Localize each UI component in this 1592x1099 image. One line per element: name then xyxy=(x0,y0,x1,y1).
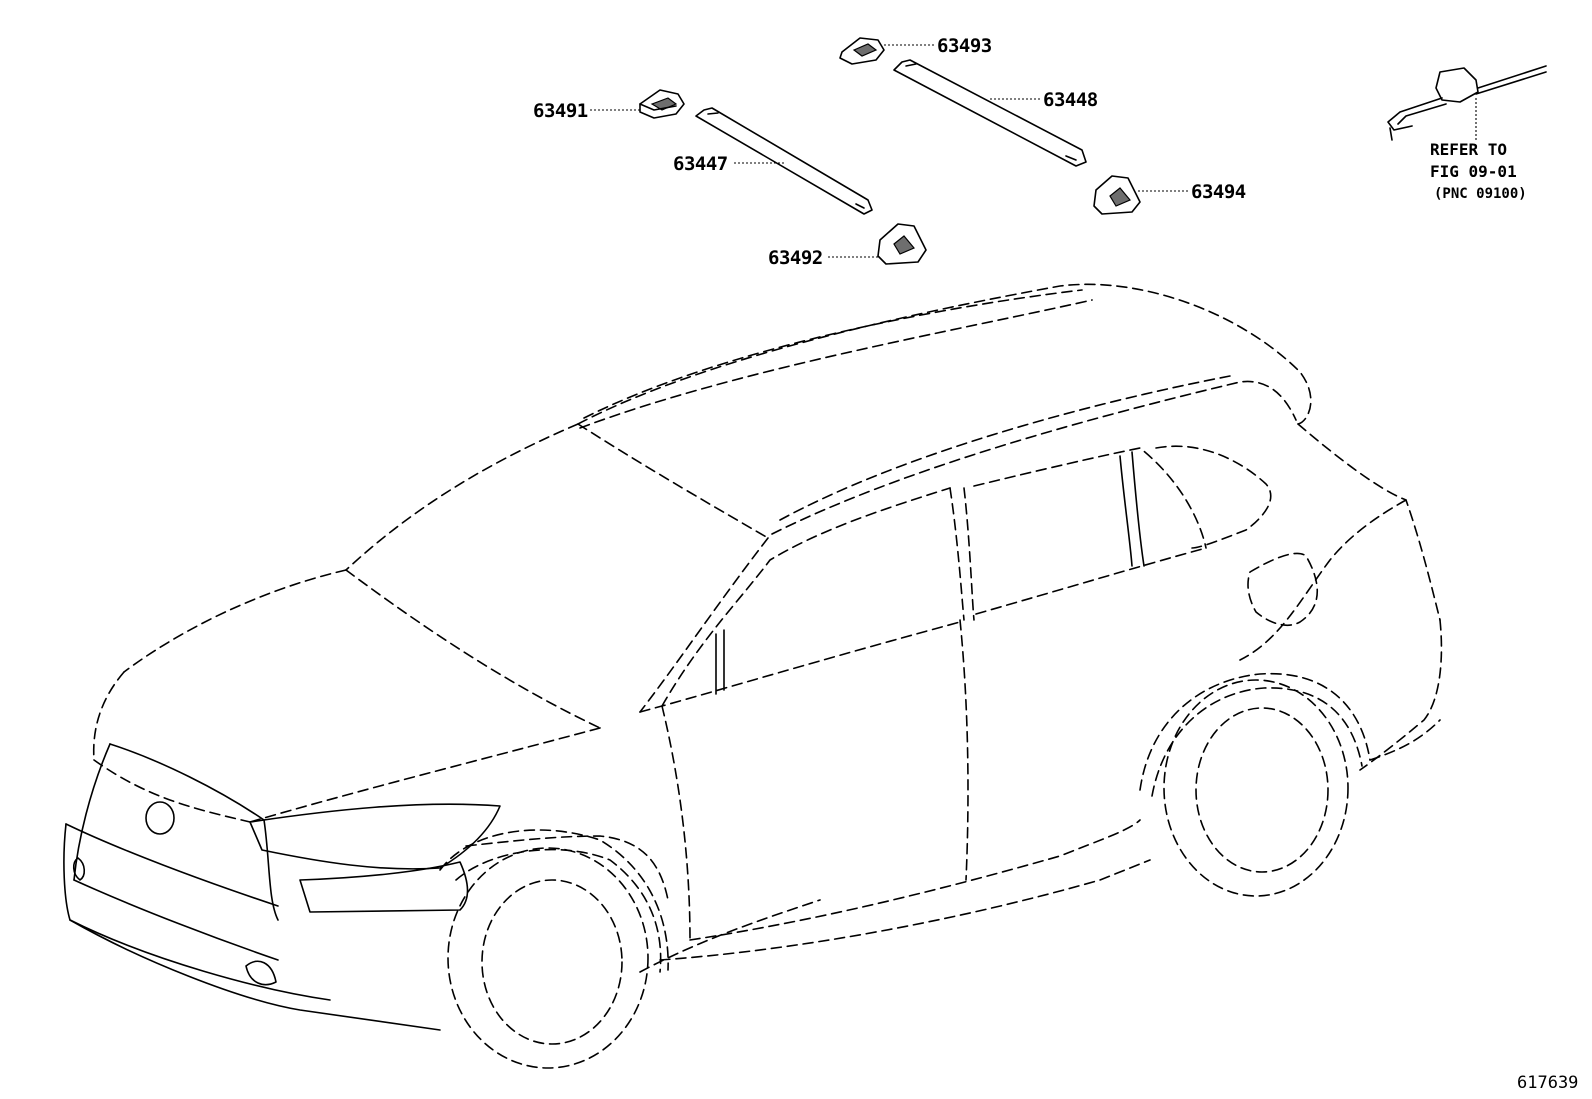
label-63492[interactable]: 63492 xyxy=(768,247,823,269)
label-63494[interactable]: 63494 xyxy=(1191,181,1246,203)
reference-line-2: FIG 09-01 xyxy=(1430,162,1517,181)
part-63494-drawing[interactable] xyxy=(1093,175,1141,215)
antenna-reference-drawing[interactable] xyxy=(1387,65,1547,141)
part-63447-drawing[interactable] xyxy=(695,107,873,215)
label-63491[interactable]: 63491 xyxy=(533,100,588,122)
reference-line-1: REFER TO xyxy=(1430,140,1507,159)
label-63447[interactable]: 63447 xyxy=(673,153,728,175)
figure-id: 617639 xyxy=(1517,1073,1578,1093)
part-63448-drawing[interactable] xyxy=(893,59,1087,167)
part-63491-drawing[interactable] xyxy=(639,89,685,119)
label-63448[interactable]: 63448 xyxy=(1043,89,1098,111)
reference-line-3: (PNC 09100) xyxy=(1434,186,1527,202)
part-63492-drawing[interactable] xyxy=(877,223,927,265)
vehicle-outline xyxy=(63,283,1443,1069)
label-63493[interactable]: 63493 xyxy=(937,35,992,57)
part-63493-drawing[interactable] xyxy=(839,37,885,65)
